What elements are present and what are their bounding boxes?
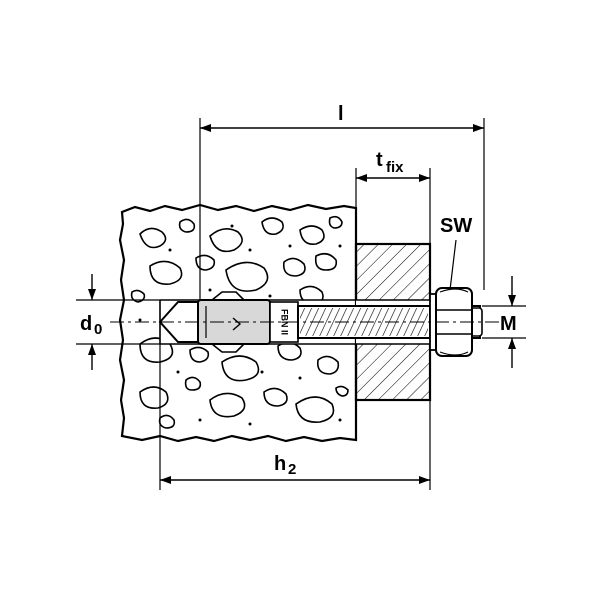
dimension-tfix: t fix (356, 149, 430, 182)
dimension-h2: h 2 (160, 453, 430, 484)
anchor-label: FBN II (280, 309, 290, 335)
label-d: d (80, 313, 92, 335)
label-t-subscript: fix (386, 159, 404, 176)
label-sw: SW (440, 215, 472, 237)
label-m: M (500, 313, 517, 335)
label-l: l (338, 103, 344, 125)
label-d-subscript: 0 (94, 321, 102, 338)
label-h-subscript: 2 (288, 461, 296, 478)
label-h: h (274, 453, 286, 475)
label-t: t (376, 149, 383, 171)
dimension-l: l (200, 103, 484, 132)
dimension-m: M (500, 276, 517, 368)
dimension-d0: d 0 (80, 274, 102, 370)
dimension-sw: SW (440, 215, 472, 291)
